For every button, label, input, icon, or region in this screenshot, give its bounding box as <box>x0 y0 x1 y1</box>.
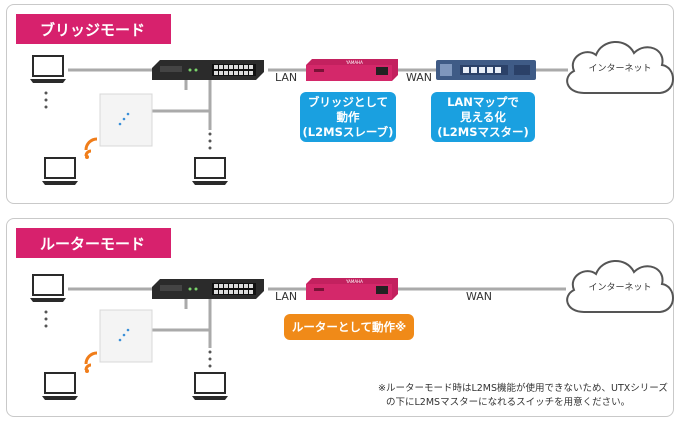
router-device-icon <box>436 60 536 80</box>
lan-label: LAN <box>275 71 298 84</box>
switch-icon <box>152 60 264 80</box>
wifi-icon <box>83 343 101 375</box>
router-mode-title: ルーターモード <box>16 228 171 258</box>
cloud-label: インターネット <box>588 282 651 293</box>
more-devices-dots <box>44 310 48 328</box>
router-callout: ルーターとして動作※ <box>284 314 414 340</box>
wifi-icon <box>83 129 101 161</box>
wan-label: WAN <box>466 290 493 303</box>
utx-device-icon <box>306 59 398 81</box>
lan-label: LAN <box>275 290 298 303</box>
more-devices-dots <box>44 91 48 109</box>
laptop-icon <box>191 157 229 186</box>
bridge-callout: ブリッジとして 動作 (L2MSスレーブ) <box>300 92 396 142</box>
router-mode-note: ※ルーターモード時はL2MS機能が使用できないため、UTXシリーズ の下にL2M… <box>378 382 668 410</box>
map-callout: LANマップで 見える化 (L2MSマスター) <box>431 92 535 142</box>
laptop-icon <box>41 157 79 186</box>
laptop-icon <box>191 372 229 401</box>
bridge-callout-line: ブリッジとして <box>307 95 389 109</box>
map-callout-line: LANマップで <box>447 95 519 109</box>
bridge-mode-title: ブリッジモード <box>16 14 171 44</box>
bridge-callout-line: 動作 <box>336 110 360 124</box>
bridge-callout-line: (L2MSスレーブ) <box>302 125 394 139</box>
bridge-topology <box>29 40 674 186</box>
laptop-icon <box>41 372 79 401</box>
more-devices-dots <box>208 132 212 150</box>
note-line: の下にL2MSマスターになれるスイッチを用意ください。 <box>386 397 631 408</box>
map-callout-line: (L2MSマスター) <box>437 125 529 139</box>
access-point-icon <box>99 93 153 147</box>
note-line: ※ルーターモード時はL2MS機能が使用できないため、UTXシリーズ <box>378 383 668 394</box>
map-callout-line: 見える化 <box>460 110 506 124</box>
wan-label: WAN <box>406 71 433 84</box>
more-devices-dots <box>208 350 212 368</box>
laptop-icon <box>29 55 67 84</box>
router-topology <box>29 259 674 401</box>
utx-device-icon <box>306 278 398 300</box>
switch-icon <box>152 279 264 299</box>
laptop-icon <box>29 274 67 303</box>
cloud-label: インターネット <box>588 63 651 74</box>
access-point-icon <box>99 309 153 363</box>
